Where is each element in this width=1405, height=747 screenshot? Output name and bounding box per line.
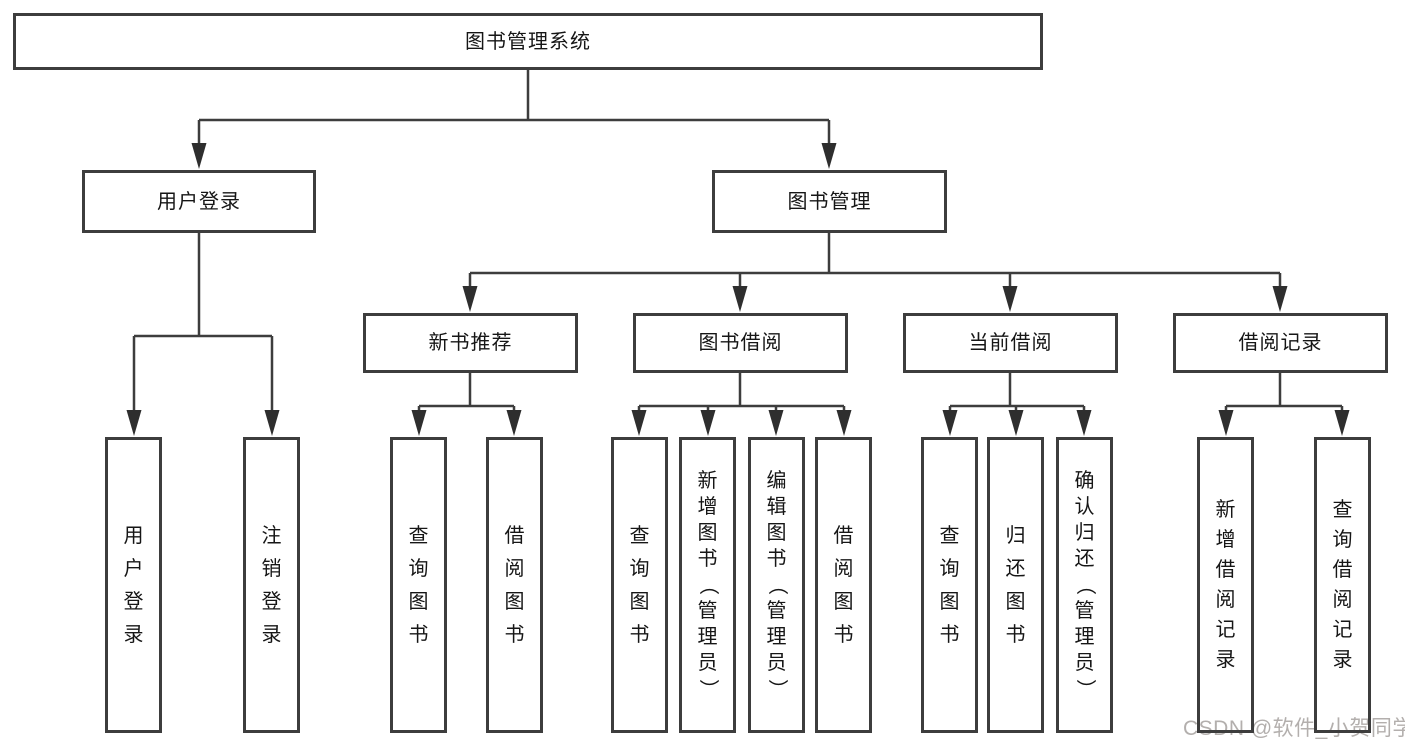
leaf-query-books-recommend: 查询图书 — [390, 437, 447, 733]
node-label: 新书推荐 — [428, 332, 513, 354]
node-label: 图书管理 — [787, 190, 872, 213]
node-label: 借阅图书 — [833, 524, 854, 646]
leaf-edit-book-admin: 编辑图书（管理员） — [748, 437, 805, 733]
node-label: 归还图书 — [1005, 524, 1026, 646]
node-label: 注销登录 — [261, 524, 282, 646]
node-label: 查询图书 — [939, 524, 960, 646]
node-user-login: 用户登录 — [82, 170, 316, 233]
node-label: 图书管理系统 — [465, 30, 591, 53]
node-borrow-records: 借阅记录 — [1173, 313, 1388, 373]
node-book-borrow: 图书借阅 — [633, 313, 848, 373]
leaf-borrow-books: 借阅图书 — [815, 437, 872, 733]
node-label: 用户登录 — [157, 190, 241, 213]
node-label: 查询借阅记录 — [1332, 499, 1353, 671]
node-new-book-recommend: 新书推荐 — [363, 313, 578, 373]
node-label: 图书借阅 — [698, 332, 783, 354]
node-label: 借阅图书 — [504, 524, 525, 646]
leaf-query-books-current: 查询图书 — [921, 437, 978, 733]
leaf-user-login: 用户登录 — [105, 437, 162, 733]
leaf-add-book-admin: 新增图书（管理员） — [679, 437, 736, 733]
leaf-query-books-borrow: 查询图书 — [611, 437, 668, 733]
leaf-add-borrow-record: 新增借阅记录 — [1197, 437, 1254, 733]
leaf-confirm-return-admin: 确认归还（管理员） — [1056, 437, 1113, 733]
node-label: 查询图书 — [629, 524, 650, 646]
watermark: CSDN @软件_小贺同学 — [1183, 717, 1405, 740]
leaf-borrow-books-recommend: 借阅图书 — [486, 437, 543, 733]
node-label: 用户登录 — [123, 524, 144, 646]
node-label: 编辑图书（管理员） — [765, 470, 788, 699]
node-label: 借阅记录 — [1238, 332, 1323, 354]
node-label: 当前借阅 — [968, 332, 1053, 354]
leaf-return-book: 归还图书 — [987, 437, 1044, 733]
leaf-logout: 注销登录 — [243, 437, 300, 733]
node-label: 确认归还（管理员） — [1073, 470, 1096, 699]
node-library-system: 图书管理系统 — [13, 13, 1043, 70]
node-label: 新增借阅记录 — [1215, 499, 1236, 671]
node-label: 查询图书 — [408, 524, 429, 646]
node-current-borrow: 当前借阅 — [903, 313, 1118, 373]
leaf-query-borrow-record: 查询借阅记录 — [1314, 437, 1371, 733]
node-book-management: 图书管理 — [712, 170, 947, 233]
node-label: 新增图书（管理员） — [696, 470, 719, 699]
